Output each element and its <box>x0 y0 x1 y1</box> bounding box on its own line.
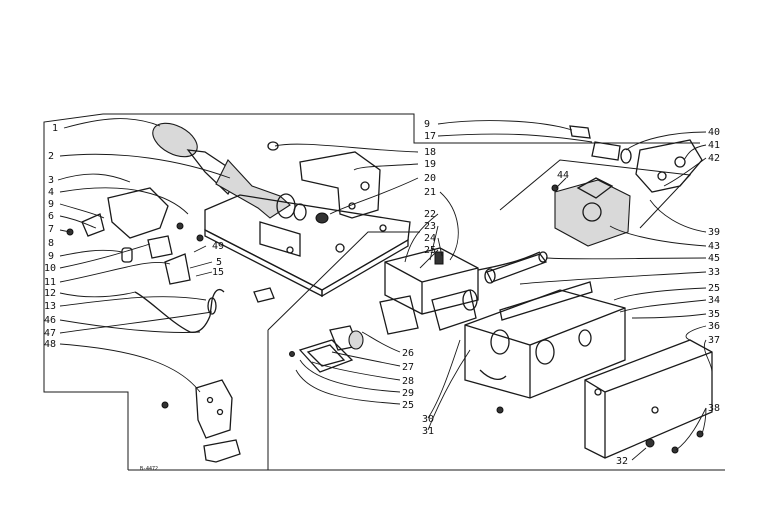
heater-element <box>464 281 626 414</box>
callout-29: 29 <box>402 388 414 399</box>
outer-housing <box>584 339 713 459</box>
callout-9-left-bottom: 9 <box>48 251 54 262</box>
callout-42: 42 <box>708 153 720 164</box>
callout-40: 40 <box>708 127 720 138</box>
valve-block <box>379 247 541 335</box>
callout-20: 20 <box>424 173 436 184</box>
drawing-code: B-4472 <box>140 466 158 472</box>
callout-30: 30 <box>422 414 434 425</box>
callout-39: 39 <box>708 227 720 238</box>
callout-3: 3 <box>48 175 54 186</box>
wire-harness <box>134 287 275 333</box>
callout-48: 48 <box>44 339 56 350</box>
callout-7: 7 <box>48 224 54 235</box>
callout-35: 35 <box>708 309 720 320</box>
callout-31: 31 <box>422 426 434 437</box>
callout-43: 43 <box>708 241 720 252</box>
callout-45: 45 <box>708 253 720 264</box>
handle-assembly <box>152 122 381 224</box>
callout-2: 2 <box>48 151 54 162</box>
callout-38: 38 <box>708 403 720 414</box>
callout-37: 37 <box>708 335 720 346</box>
callout-1: 1 <box>52 123 58 134</box>
callout-18: 18 <box>424 147 436 158</box>
callout-21: 21 <box>424 187 436 198</box>
callout-26: 26 <box>402 348 414 359</box>
burner-assembly <box>484 125 703 284</box>
callout-28: 28 <box>402 376 414 387</box>
callout-10: 10 <box>44 263 56 274</box>
leader-lines <box>57 118 713 461</box>
switch-bracket <box>66 187 204 285</box>
callout-46: 46 <box>44 315 56 326</box>
callout-11: 11 <box>44 277 56 288</box>
callout-41: 41 <box>708 140 720 151</box>
callout-6: 6 <box>48 211 54 222</box>
callout-49: 49 <box>212 241 224 252</box>
callout-23: 23 <box>424 221 436 232</box>
callout-9-left-top: 9 <box>48 199 54 210</box>
callout-36: 36 <box>708 321 720 332</box>
mounting-plate <box>204 194 411 298</box>
callout-8: 8 <box>48 238 54 249</box>
callout-4: 4 <box>48 187 54 198</box>
callout-27: 27 <box>402 362 414 373</box>
grouping-frames <box>43 113 725 471</box>
callout-25-right: 25 <box>708 283 720 294</box>
callout-32: 32 <box>616 456 628 467</box>
callout-15: 15 <box>212 267 224 278</box>
callout-44: 44 <box>557 170 569 181</box>
callout-5: 5 <box>216 257 222 268</box>
callout-24: 24 <box>424 233 436 244</box>
gaskets <box>289 325 364 373</box>
callout-17: 17 <box>424 131 436 142</box>
callout-9-top: 9 <box>424 119 430 130</box>
callout-25-lower: 25 <box>402 400 414 411</box>
callout-13: 13 <box>44 301 56 312</box>
callout-22: 22 <box>424 209 436 220</box>
callout-34: 34 <box>708 295 720 306</box>
callout-labels: 1 2 3 4 9 6 7 8 9 10 11 12 13 46 47 48 4… <box>44 119 720 472</box>
callout-12: 12 <box>44 288 56 299</box>
callout-47: 47 <box>44 328 56 339</box>
callout-25-upper: 25 <box>424 245 436 256</box>
terminal-block <box>161 379 241 463</box>
callout-19: 19 <box>424 159 436 170</box>
callout-33: 33 <box>708 267 720 278</box>
